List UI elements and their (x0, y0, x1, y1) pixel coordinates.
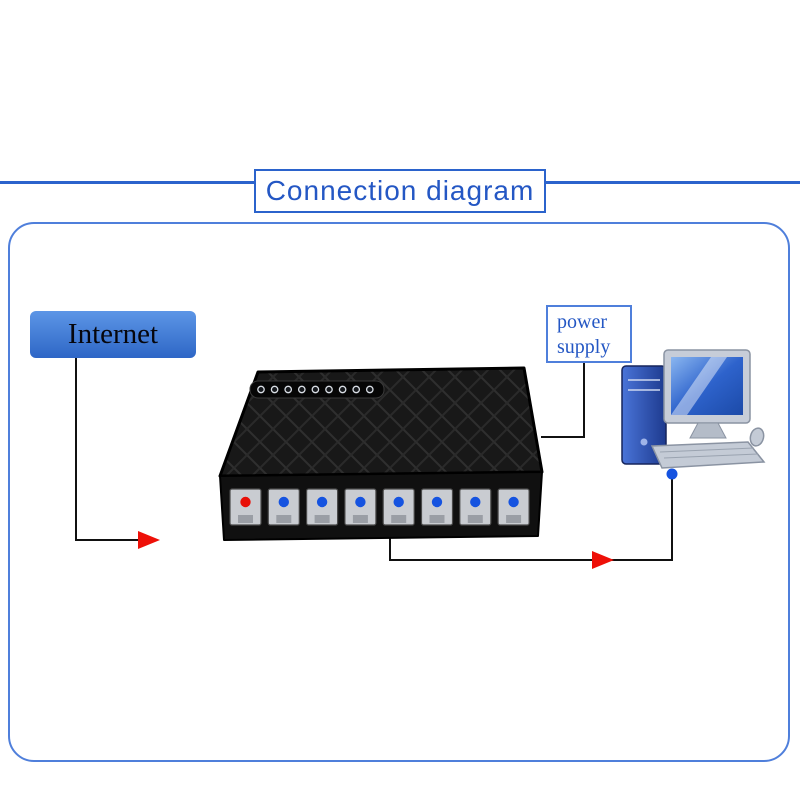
keyboard (650, 441, 766, 469)
port-cable-dot-red (240, 496, 251, 508)
keyboard-key-row (659, 447, 755, 453)
page-title: Connection diagram (254, 169, 546, 213)
port-cable-dot-blue (355, 496, 366, 508)
switch-ports (229, 488, 530, 526)
ethernet-port-tab (276, 515, 292, 523)
power-supply-label: power supply (546, 305, 632, 363)
ethernet-port-tab (238, 515, 253, 523)
mouse (749, 427, 765, 447)
computer-connection-dot (666, 468, 678, 480)
power-cable-line (541, 363, 585, 438)
internet-label: Internet (30, 311, 196, 358)
ethernet-port-tab (391, 515, 407, 523)
switch-led-indicator (365, 385, 374, 394)
port-cable-dot-blue (470, 496, 481, 508)
keyboard-key-row (663, 453, 759, 459)
switch-leds (257, 385, 374, 394)
tower-power-button (640, 438, 648, 446)
switch-led-indicator (311, 385, 320, 394)
diagram-frame-border (8, 222, 790, 762)
ethernet-port-tab (506, 515, 522, 523)
arrow-switch-to-computer (592, 551, 614, 569)
port-cable-dot-blue (393, 496, 404, 508)
switch-led-indicator (297, 385, 306, 394)
port-cable-dot-blue (431, 496, 443, 508)
switch-led-indicator (338, 385, 347, 394)
port-cable-dot-blue (316, 496, 328, 508)
switch-to-computer-line (389, 479, 673, 561)
port-cable-dot-blue (508, 496, 519, 508)
switch-led-indicator (284, 385, 293, 394)
port-cable-dot-blue (278, 496, 289, 508)
arrow-internet-to-switch (138, 531, 160, 549)
ethernet-switch (218, 366, 544, 541)
switch-led-indicator (325, 385, 333, 394)
ethernet-port-tab (314, 515, 330, 523)
switch-led-indicator (257, 385, 265, 394)
connection-lines (75, 358, 678, 569)
monitor-screen (671, 357, 743, 415)
switch-led-indicator (352, 385, 361, 394)
monitor-screen-glare (671, 357, 727, 415)
switch-led-indicator (270, 385, 279, 394)
ethernet-port-tab (467, 515, 483, 523)
desktop-computer (621, 349, 766, 469)
internet-cable-line (75, 358, 138, 541)
monitor-stand (689, 422, 727, 439)
ethernet-port-tab (429, 515, 445, 523)
ethernet-port-tab (352, 515, 368, 523)
